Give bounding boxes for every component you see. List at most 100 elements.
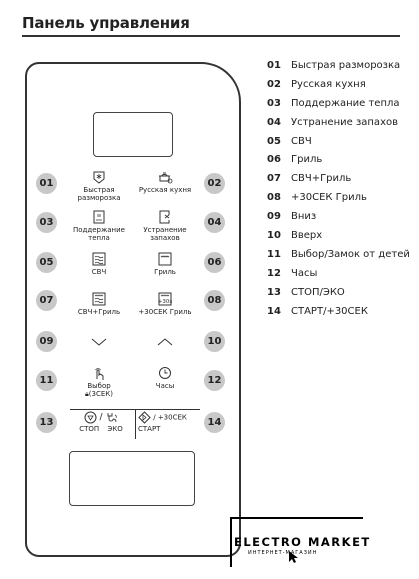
logo-frame	[230, 517, 363, 567]
clock-icon	[159, 367, 171, 379]
legend-item: 14 СТАРТ/+30СЕК	[267, 302, 410, 321]
plus30-grill-button[interactable]: +30s +30СЕК Гриль	[133, 292, 197, 316]
start-plus30-button[interactable]: / +30СЕК СТАРТ	[138, 411, 200, 433]
quick-defrost-button[interactable]: Быстрая разморозка	[67, 170, 131, 202]
lock-icon: 🔒︎	[85, 390, 89, 398]
legend-label: Русская кухня	[291, 78, 366, 90]
quick-defrost-label-2: разморозка	[77, 194, 121, 202]
microwave-grill-icon	[92, 292, 106, 306]
bubble-03: 03	[36, 212, 57, 233]
electro-market-logo: ELECTRO MARKET ИНТЕРНЕТ-МАГАЗИН	[230, 517, 369, 567]
quick-defrost-label-1: Быстрая	[83, 186, 115, 194]
keep-warm-label-2: тепла	[88, 234, 110, 242]
clock-label: Часы	[155, 382, 175, 390]
russian-cuisine-button[interactable]: Русская кухня	[133, 170, 197, 194]
legend-item: 03 Поддержание тепла	[267, 94, 410, 113]
stop-label: СТОП	[79, 425, 100, 433]
microwave-label: СВЧ	[91, 268, 107, 276]
legend-number: 10	[267, 229, 281, 241]
bubble-06: 06	[204, 252, 225, 273]
legend-number: 13	[267, 286, 281, 298]
legend-item: 13 СТОП/ЭКО	[267, 283, 410, 302]
bubble-10: 10	[204, 331, 225, 352]
select-child-lock-button[interactable]: Выбор 🔒︎(3СЕК)	[67, 366, 131, 398]
grill-label: Гриль	[154, 268, 176, 276]
odor-removal-label-1: Устранение	[143, 226, 187, 234]
bubble-01: 01	[36, 173, 57, 194]
eco-label: ЭКО	[107, 425, 123, 433]
grill-button[interactable]: Гриль	[133, 252, 197, 276]
legend-number: 11	[267, 248, 281, 260]
keep-warm-button[interactable]: Поддержание тепла	[67, 210, 131, 242]
keep-warm-label-1: Поддержание	[72, 226, 125, 234]
bubble-11: 11	[36, 370, 57, 391]
legend-item: 11 Выбор/Замок от детей	[267, 245, 410, 264]
bubble-02: 02	[204, 173, 225, 194]
down-arrow-icon[interactable]	[91, 337, 107, 347]
cursor-icon	[289, 551, 298, 563]
russian-cuisine-label: Русская кухня	[138, 186, 192, 194]
legend-label: Выбор/Замок от детей	[291, 248, 410, 260]
legend-number: 06	[267, 154, 281, 166]
legend-item: 08 +30СЕК Гриль	[267, 188, 410, 207]
clock-button[interactable]: Часы	[133, 366, 197, 390]
snowflake-icon	[93, 171, 105, 184]
legend-label: +30СЕК Гриль	[291, 192, 367, 204]
select-label: Выбор	[87, 382, 111, 390]
pot-icon	[159, 172, 173, 184]
legend-label: СВЧ	[291, 135, 312, 147]
legend-number: 07	[267, 173, 281, 185]
legend-number: 01	[267, 59, 281, 71]
legend-label: Устранение запахов	[291, 116, 398, 128]
legend-number: 08	[267, 192, 281, 204]
stop-icon	[84, 411, 97, 424]
bubble-12: 12	[204, 370, 225, 391]
plus30-grill-icon-text: +30s	[158, 299, 173, 305]
top-display	[93, 112, 173, 157]
microwave-grill-button[interactable]: СВЧ+Гриль	[67, 292, 131, 316]
legend-number: 12	[267, 267, 281, 279]
legend-label: СТАРТ/+30СЕК	[291, 305, 368, 317]
legend-label: Поддержание тепла	[291, 97, 400, 109]
bubble-13: 13	[36, 412, 57, 433]
title-divider	[22, 35, 400, 37]
eco-plug-icon	[107, 413, 117, 423]
legend-item: 02 Русская кухня	[267, 75, 410, 94]
bubble-14: 14	[204, 412, 225, 433]
legend-number: 02	[267, 78, 281, 90]
microwave-waves-icon	[92, 252, 106, 266]
legend-number: 09	[267, 211, 281, 223]
bubble-08: 08	[204, 290, 225, 311]
plus30-grill-icon: +30s	[158, 292, 173, 306]
legend-label: СТОП/ЭКО	[291, 286, 345, 298]
legend-label: Вверх	[291, 229, 323, 241]
control-panel	[25, 62, 241, 557]
keep-warm-icon	[93, 210, 105, 224]
hand-tap-icon	[95, 368, 104, 380]
legend-number: 05	[267, 135, 281, 147]
legend-list: 01 Быстрая разморозка 02 Русская кухня 03 Под…	[267, 56, 410, 320]
grill-icon	[158, 252, 172, 266]
legend-item: 07 СВЧ+Гриль	[267, 169, 410, 188]
legend-label: Гриль	[291, 154, 323, 166]
legend-number: 14	[267, 305, 281, 317]
legend-item: 06 Гриль	[267, 150, 410, 169]
up-arrow-icon[interactable]	[157, 337, 173, 347]
legend-label: СВЧ+Гриль	[291, 173, 352, 185]
bubble-09: 09	[36, 331, 57, 352]
stop-eco-button[interactable]: / СТОП ЭКО	[70, 411, 132, 433]
legend-label: Быстрая разморозка	[291, 59, 401, 71]
legend-item: 01 Быстрая разморозка	[267, 56, 410, 75]
bubble-07: 07	[36, 290, 57, 311]
legend-item: 10 Вверх	[267, 226, 410, 245]
stop-eco-slash: /	[99, 412, 103, 423]
legend-number: 03	[267, 97, 281, 109]
odor-removal-label-2: запахов	[150, 234, 180, 242]
logo-subtext: ИНТЕРНЕТ-МАГАЗИН	[248, 550, 318, 556]
odor-removal-button[interactable]: Устранение запахов	[133, 210, 197, 242]
microwave-button[interactable]: СВЧ	[67, 252, 131, 276]
stop-start-separator	[135, 409, 136, 439]
start-icon	[138, 411, 151, 424]
